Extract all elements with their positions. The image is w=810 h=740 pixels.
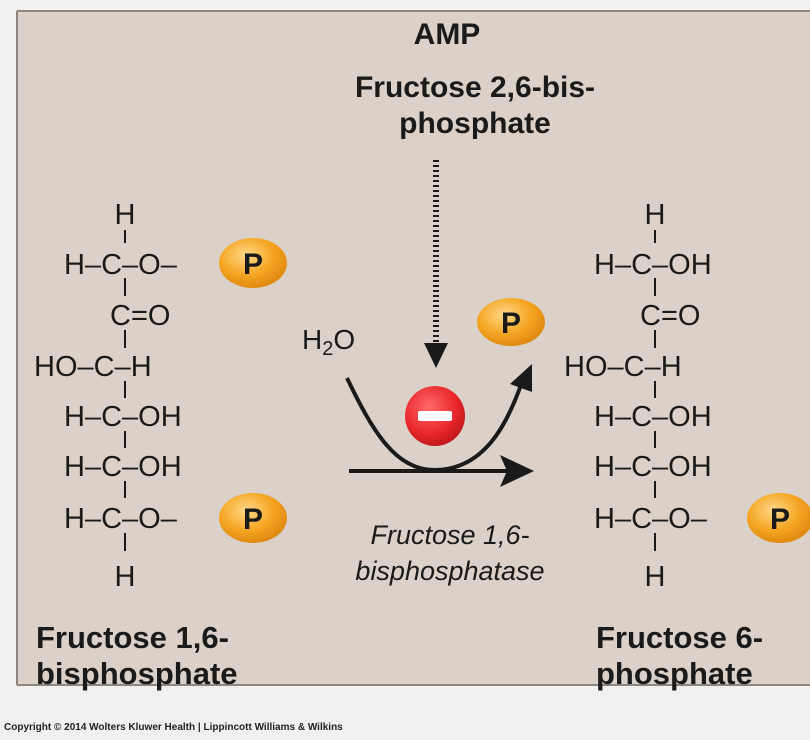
product-c1: H–C–OH xyxy=(594,249,712,281)
svg-text:P: P xyxy=(501,307,521,340)
svg-text:P: P xyxy=(770,503,790,536)
product-h-top: H xyxy=(645,199,666,231)
reaction-arrow-head xyxy=(500,455,534,487)
substrate-c3: HO–C–H xyxy=(34,351,152,383)
substrate-c6: H–C–O– xyxy=(64,503,178,535)
released-phosphate: P xyxy=(477,298,545,346)
substrate-c2: C=O xyxy=(110,300,170,332)
reaction-diagram: AMP Fructose 2,6-bis- phosphate H2O P Fr… xyxy=(34,18,810,691)
svg-text:P: P xyxy=(243,248,263,281)
substrate-c5: H–C–OH xyxy=(64,451,182,483)
product-name-line1: Fructose 6- xyxy=(596,620,763,655)
substrate-structure: H H–C–O– C=O HO–C–H H–C–OH H–C–OH H–C–O–… xyxy=(34,199,182,593)
f26bp-label-line2: phosphate xyxy=(399,107,551,140)
curved-arrow-head xyxy=(510,364,532,392)
diagram-panel xyxy=(16,10,810,686)
product-c2: C=O xyxy=(640,300,700,332)
substrate-name-line1: Fructose 1,6- xyxy=(36,620,229,655)
inhibition-symbol xyxy=(405,386,465,446)
substrate-phosphate-6: P xyxy=(219,493,287,543)
product-name-line2: phosphate xyxy=(596,656,753,691)
product-c4: H–C–OH xyxy=(594,401,712,433)
substrate-h-bottom: H xyxy=(115,561,136,593)
amp-label: AMP xyxy=(414,18,481,51)
enzyme-label-line2: bisphosphatase xyxy=(355,556,544,586)
f26bp-label-line1: Fructose 2,6-bis- xyxy=(355,71,595,104)
product-h-bottom: H xyxy=(645,561,666,593)
substrate-name-line2: bisphosphate xyxy=(36,656,238,691)
substrate-h-top: H xyxy=(115,199,136,231)
copyright-notice: Copyright © 2014 Wolters Kluwer Health |… xyxy=(4,722,343,733)
product-structure: H H–C–OH C=O HO–C–H H–C–OH H–C–OH H–C–O–… xyxy=(564,199,712,593)
inhibition-arrow xyxy=(424,160,448,368)
substrate-phosphate-1: P xyxy=(219,238,287,288)
substrate-c4: H–C–OH xyxy=(64,401,182,433)
product-phosphate-6: P xyxy=(747,493,810,543)
water-label: H2O xyxy=(302,324,355,360)
product-c5: H–C–OH xyxy=(594,451,712,483)
substrate-c1: H–C–O– xyxy=(64,249,178,281)
enzyme-label-line1: Fructose 1,6- xyxy=(370,520,529,550)
product-c6: H–C–O– xyxy=(594,503,708,535)
svg-text:P: P xyxy=(243,503,263,536)
product-c3: HO–C–H xyxy=(564,351,682,383)
